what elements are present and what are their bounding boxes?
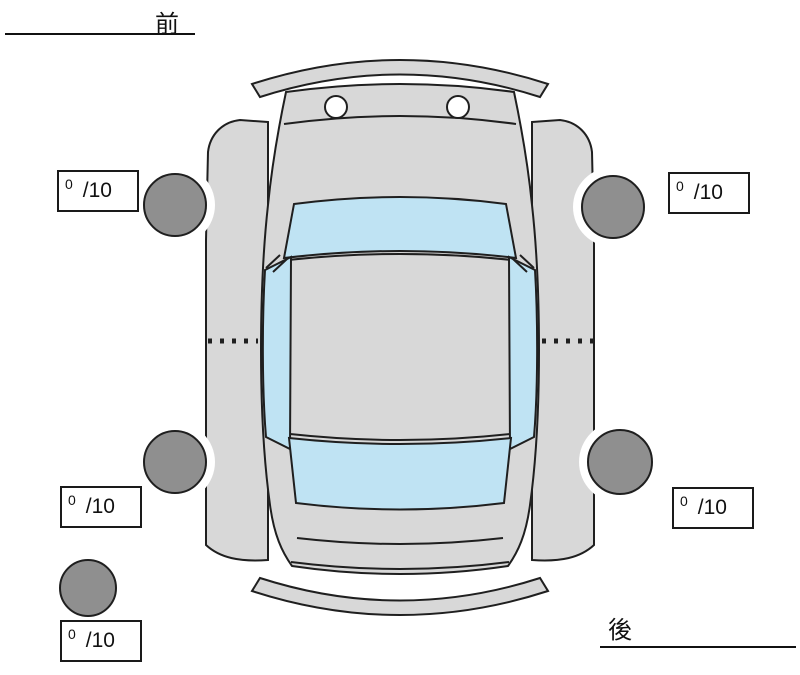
hood-line bbox=[283, 115, 517, 125]
front-right-tire-icon bbox=[581, 175, 645, 239]
tread-denominator: /10 bbox=[85, 629, 115, 652]
right-pillar-hatch bbox=[512, 254, 535, 273]
rear-bumper-shape bbox=[250, 576, 550, 616]
tread-denominator: /10 bbox=[82, 179, 112, 202]
spare-tire-icon bbox=[59, 559, 117, 617]
tread-rating-front-left: 0 /10 bbox=[57, 170, 139, 212]
trunk-line-1 bbox=[296, 537, 504, 545]
tread-value: 0 bbox=[68, 492, 76, 508]
tread-value: 0 bbox=[65, 176, 73, 192]
left-side-panel-shape bbox=[205, 118, 269, 562]
front-underline bbox=[5, 33, 195, 35]
tread-rating-front-right: 0 /10 bbox=[668, 172, 750, 214]
tread-rating-rear-right: 0 /10 bbox=[672, 487, 754, 529]
roof-shape bbox=[286, 253, 514, 441]
right-side-panel-shape bbox=[531, 118, 595, 562]
front-left-tire-icon bbox=[143, 173, 207, 237]
front-bumper-shape bbox=[250, 59, 550, 99]
left-pillar-hatch bbox=[265, 254, 288, 273]
rear-left-tire-icon bbox=[143, 430, 207, 494]
left-side-window-shape bbox=[261, 255, 293, 451]
tread-value: 0 bbox=[676, 178, 684, 194]
tread-denominator: /10 bbox=[85, 495, 115, 518]
trunk-line-2 bbox=[290, 561, 510, 570]
tread-rating-rear-left: 0 /10 bbox=[60, 486, 142, 528]
rear-window-shape bbox=[287, 436, 513, 511]
rear-label: 後 bbox=[608, 617, 633, 644]
rear-right-tire-icon bbox=[587, 429, 653, 495]
windshield-shape bbox=[282, 196, 518, 260]
headlight-right-icon bbox=[446, 95, 470, 119]
tread-value: 0 bbox=[68, 626, 76, 642]
tread-denominator: /10 bbox=[693, 181, 723, 204]
rear-underline bbox=[600, 646, 796, 648]
tread-rating-spare: 0 /10 bbox=[60, 620, 142, 662]
headlight-left-icon bbox=[324, 95, 348, 119]
right-side-window-shape bbox=[507, 255, 539, 451]
tread-value: 0 bbox=[680, 493, 688, 509]
tread-denominator: /10 bbox=[697, 496, 727, 519]
